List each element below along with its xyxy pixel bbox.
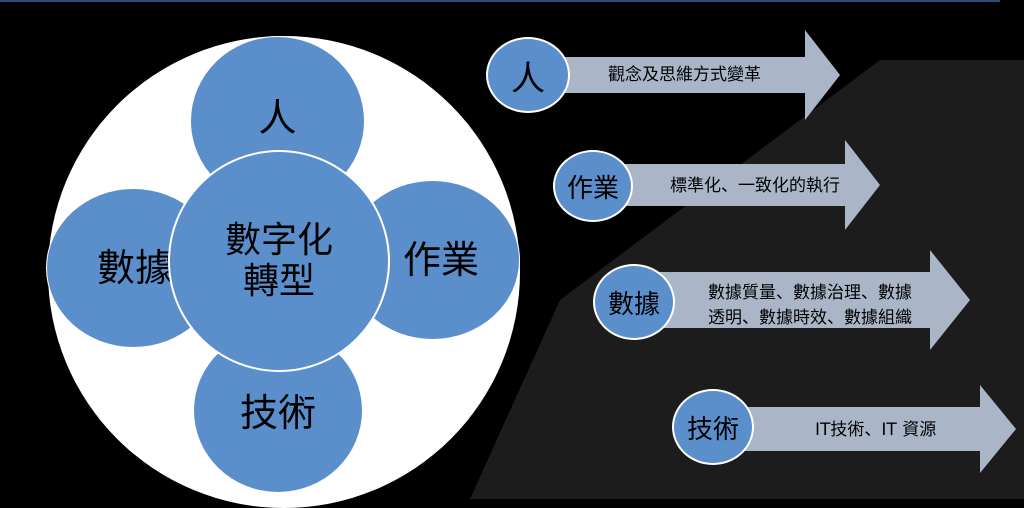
arrow-data-text: 數據質量、數據治理、數據 透明、數據時效、數據組織 (708, 283, 912, 328)
top-border-line (0, 0, 1000, 2)
tag-data: 數據 (593, 264, 675, 340)
petal-data-label: 數據 (97, 246, 174, 290)
center-label-line2: 轉型 (242, 261, 315, 302)
tag-people: 人 (486, 37, 570, 113)
petal-people-label: 人 (258, 96, 297, 140)
arrow-people-text: 觀念及思維方式變革 (608, 65, 761, 85)
arrow-data (640, 250, 970, 350)
tag-technology: 技術 (672, 389, 754, 465)
arrow-operations (590, 140, 880, 230)
arrow-operations-text: 標準化、一致化的執行 (670, 176, 840, 196)
tag-operations: 作業 (553, 150, 633, 222)
arrow-people (520, 30, 840, 120)
arrow-technology-text: IT技術、IT 資源 (815, 420, 937, 440)
center-circle-digital-transformation: 數字化 轉型 (168, 150, 390, 372)
center-label-line1: 數字化 (224, 219, 333, 261)
petal-operations-label: 作業 (402, 238, 479, 282)
petal-technology-label: 技術 (239, 391, 316, 435)
arrow-technology (720, 385, 1016, 473)
